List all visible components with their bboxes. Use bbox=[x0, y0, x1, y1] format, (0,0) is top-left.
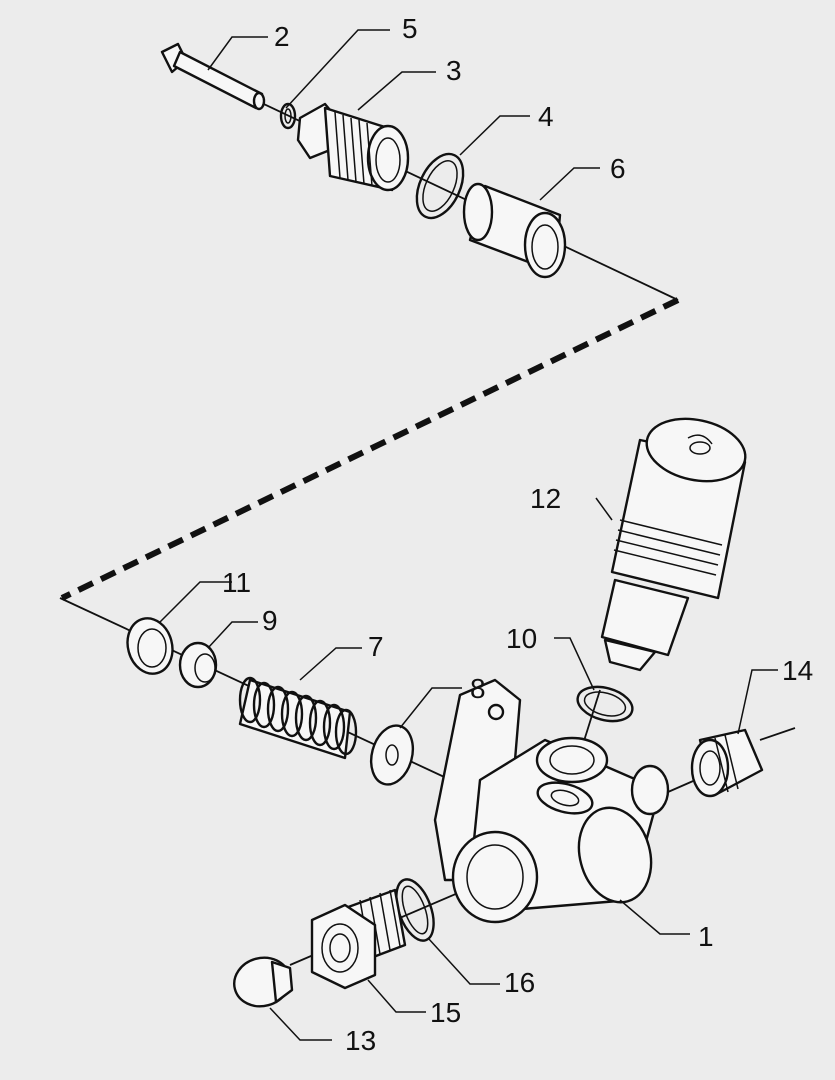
callout-13: 13 bbox=[345, 1025, 376, 1056]
part-2-bolt bbox=[160, 42, 266, 111]
callout-11: 11 bbox=[222, 567, 251, 598]
part-6-sleeve bbox=[462, 182, 567, 279]
callout-15: 15 bbox=[430, 997, 461, 1028]
callout-4: 4 bbox=[538, 101, 554, 132]
part-1-pump-body bbox=[433, 678, 670, 924]
part-4-o-ring bbox=[415, 152, 465, 220]
callout-5: 5 bbox=[402, 13, 418, 44]
callout-7: 7 bbox=[368, 631, 384, 662]
callout-3: 3 bbox=[446, 55, 462, 86]
callout-10: 10 bbox=[506, 623, 537, 654]
dashed-connector-line bbox=[60, 297, 680, 601]
part-14-plug bbox=[690, 728, 764, 798]
part-3-threaded-plug bbox=[296, 102, 410, 192]
part-8-flat-washer bbox=[369, 724, 415, 786]
part-15-threaded-union bbox=[310, 888, 407, 990]
part-5-small-ring bbox=[279, 102, 297, 130]
callout-16: 16 bbox=[504, 967, 535, 998]
callout-2: 2 bbox=[274, 21, 290, 52]
part-10-o-ring bbox=[576, 685, 634, 723]
part-7-spring bbox=[238, 676, 358, 760]
callout-1: 1 bbox=[698, 921, 714, 952]
part-9-valve bbox=[178, 641, 218, 689]
callout-8: 8 bbox=[470, 673, 486, 704]
callout-12: 12 bbox=[530, 483, 561, 514]
callout-6: 6 bbox=[610, 153, 626, 184]
callout-9: 9 bbox=[262, 605, 278, 636]
part-11-cup-washer bbox=[126, 617, 174, 675]
leader-lines bbox=[159, 29, 778, 1041]
part-12-hand-primer bbox=[600, 417, 747, 672]
callout-14: 14 bbox=[782, 655, 813, 686]
part-13-cap bbox=[233, 956, 294, 1008]
